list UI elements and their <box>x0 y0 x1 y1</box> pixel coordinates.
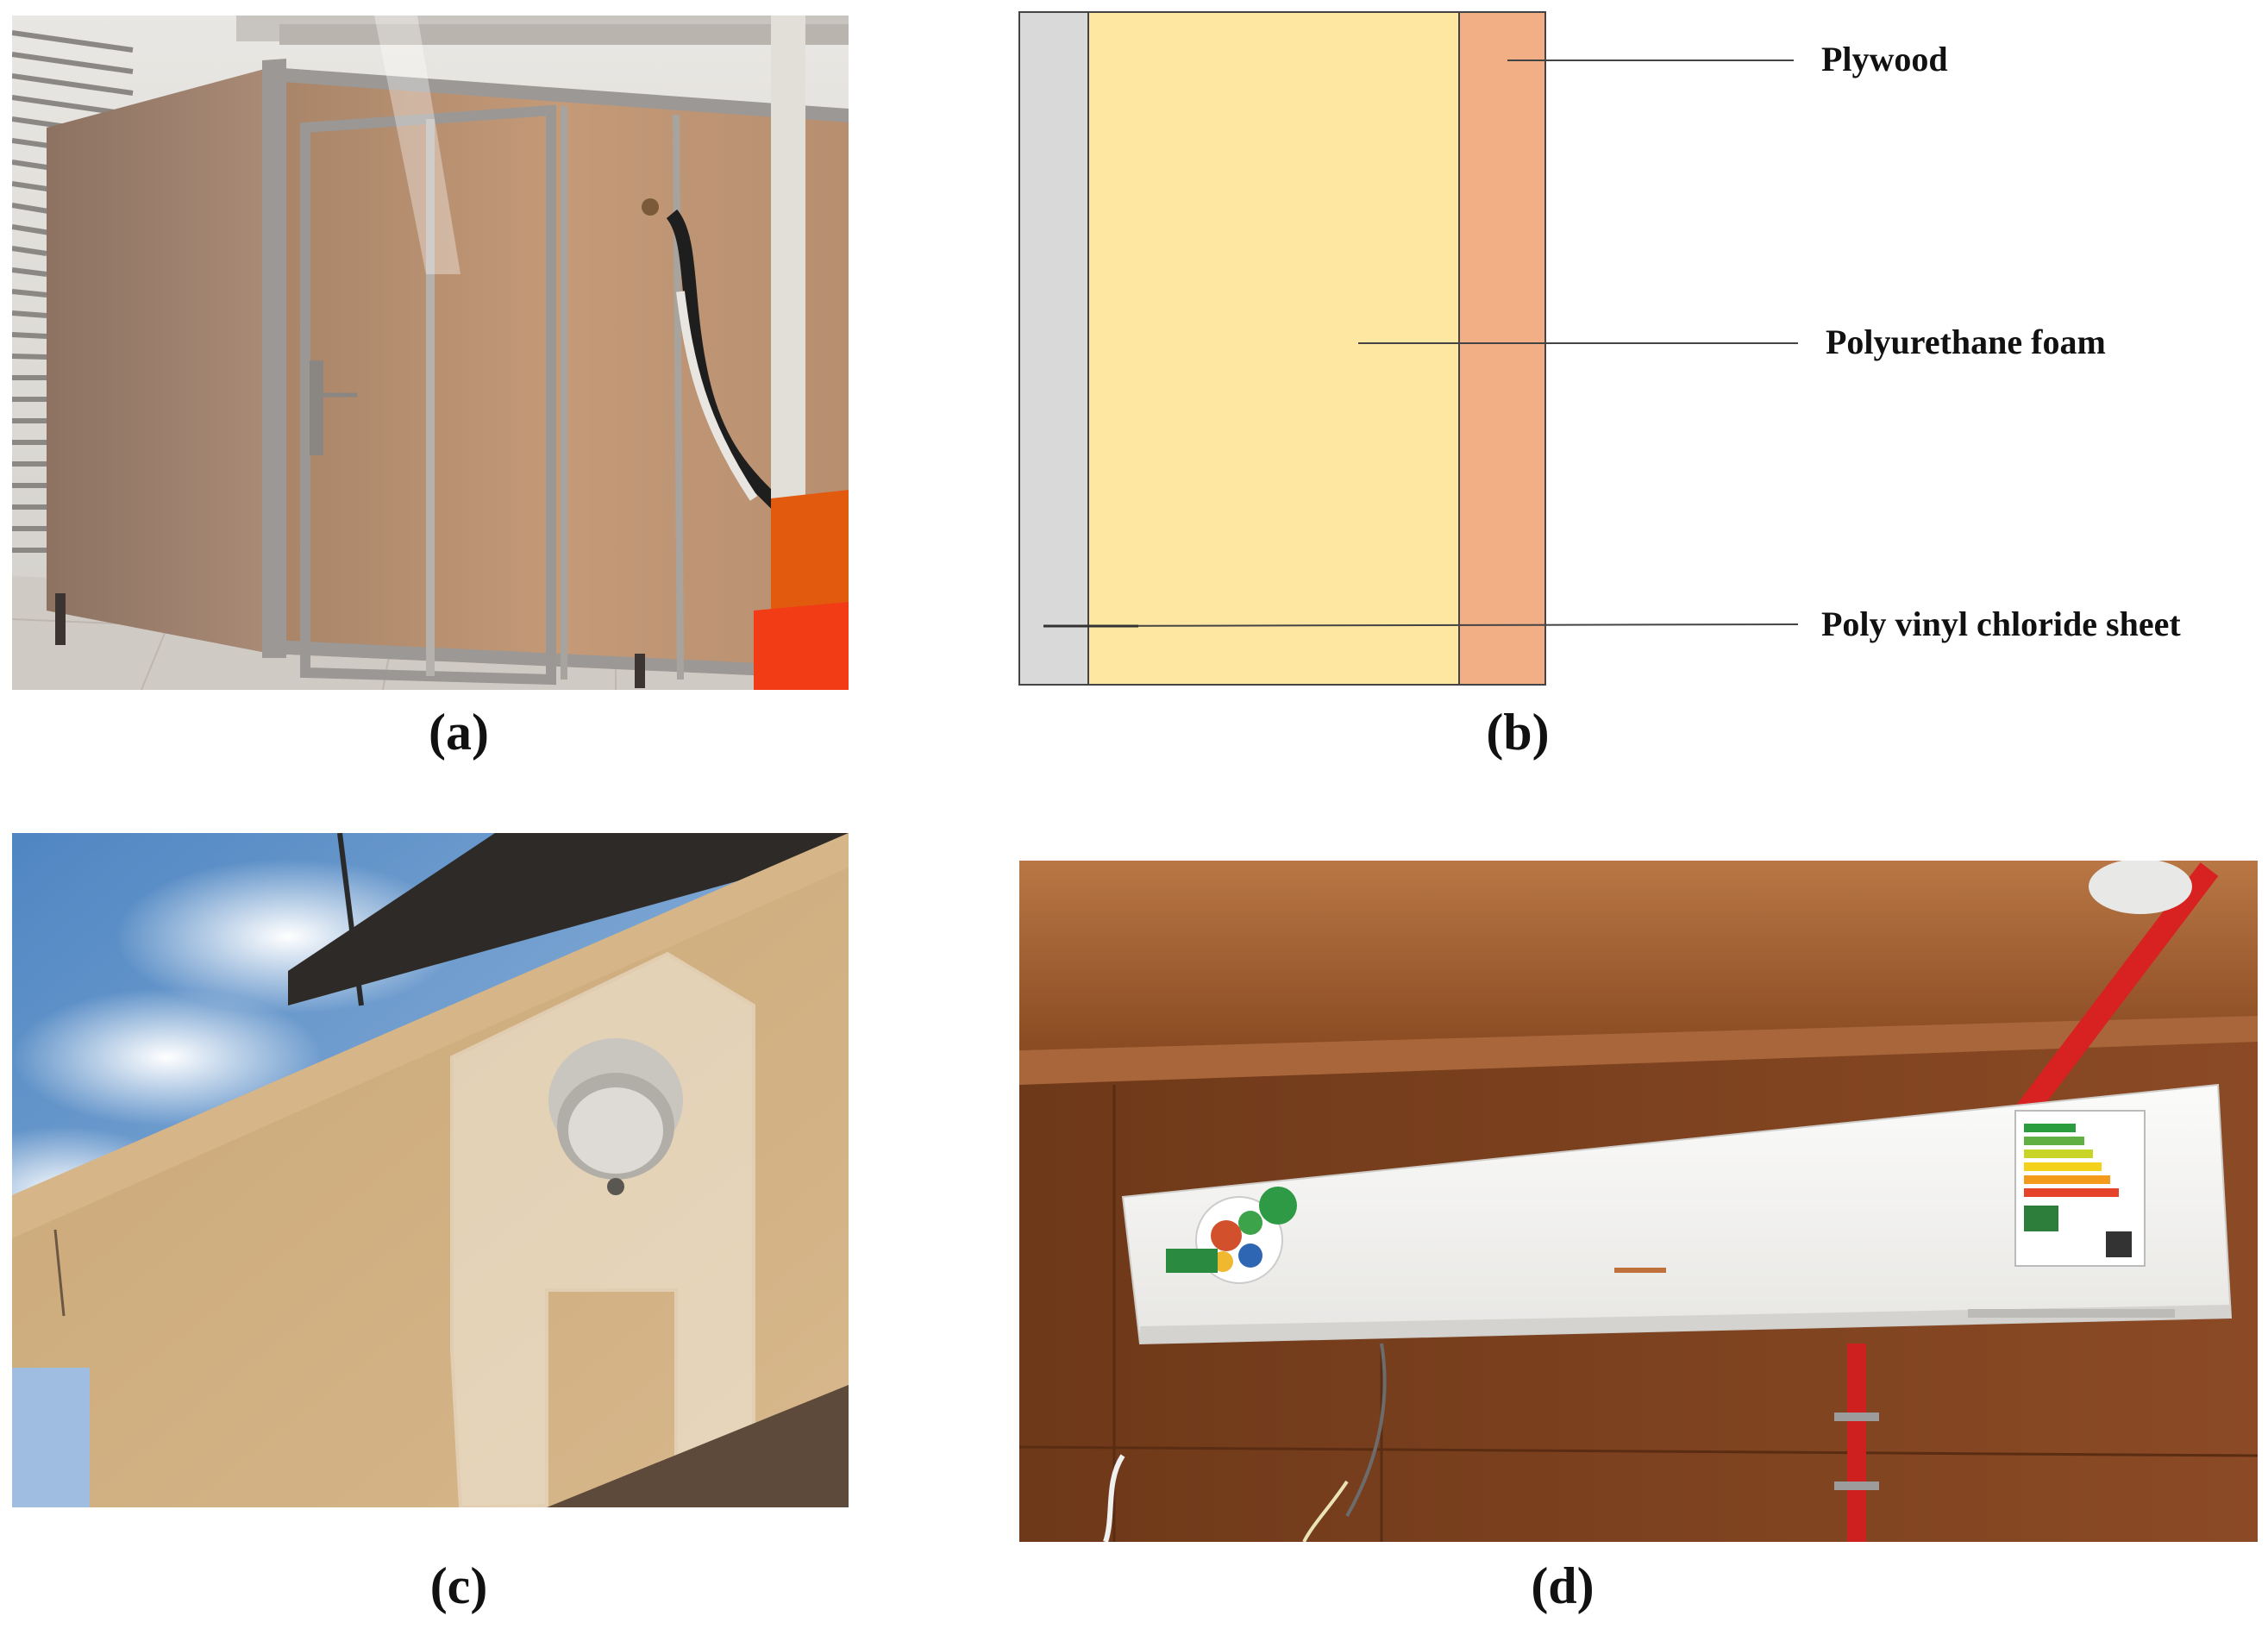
caption-a: (a) <box>429 704 489 761</box>
leader-pvc <box>1043 623 1799 627</box>
test-room-illustration <box>12 16 849 690</box>
layer-plywood <box>1458 11 1546 686</box>
caption-b: (b) <box>1486 704 1550 761</box>
layer-pvc <box>1018 11 1089 686</box>
wall-section-diagram <box>1009 0 2268 698</box>
wall-sensor-illustration <box>12 833 849 1507</box>
label-plywood: Plywood <box>1821 40 1948 78</box>
caption-c: (c) <box>429 1557 488 1614</box>
air-conditioner-illustration <box>1019 861 2258 1542</box>
photo-test-room <box>12 16 849 690</box>
label-pvc-sheet: Poly vinyl chloride sheet <box>1821 605 2181 643</box>
label-polyurethane-foam: Polyurethane foam <box>1826 323 2106 361</box>
photo-air-conditioner <box>1019 861 2258 1542</box>
wall-layers-svg <box>1018 11 1799 686</box>
caption-d: (d) <box>1531 1557 1594 1614</box>
photo-wall-sensor <box>12 833 849 1507</box>
layer-foam <box>1087 11 1460 686</box>
